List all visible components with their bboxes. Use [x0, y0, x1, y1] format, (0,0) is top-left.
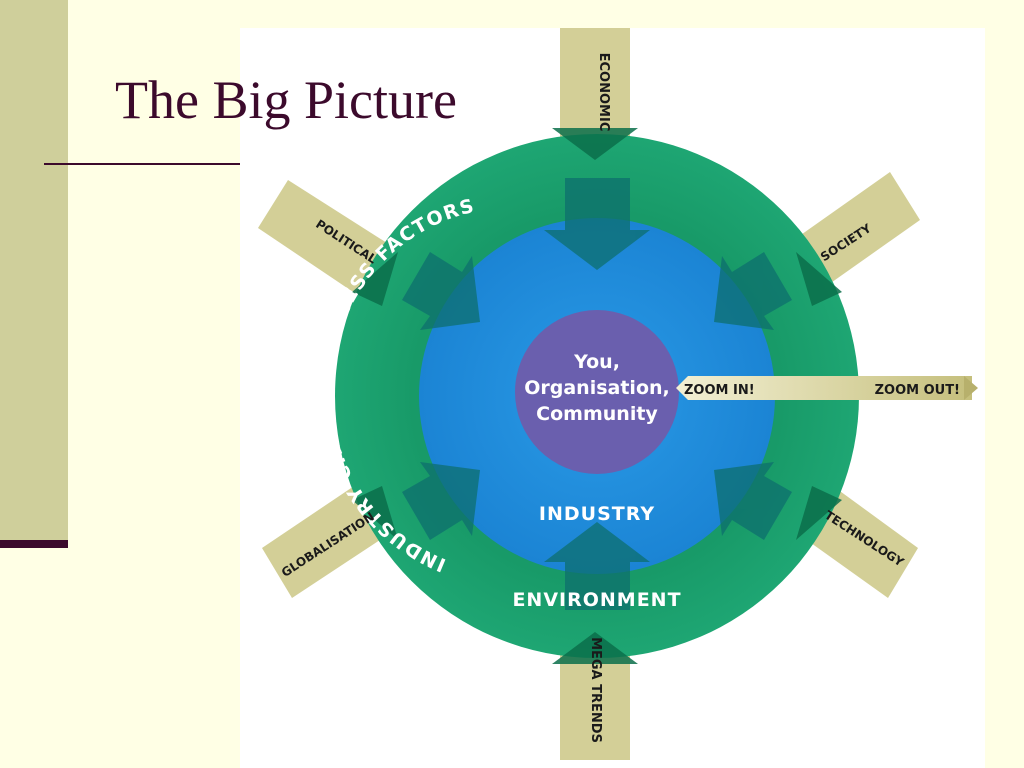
arrow-top-inner — [544, 178, 650, 270]
zoom-out-label: ZOOM OUT! — [875, 383, 960, 398]
environment-label: ENVIRONMENT — [512, 589, 681, 611]
inner-arrows — [402, 178, 792, 610]
arrow-political-outer — [352, 252, 398, 306]
force-band-political — [258, 180, 398, 300]
core-label-line1: You, — [573, 351, 620, 373]
arrow-technology-outer — [796, 486, 842, 540]
arrow-lower-left-inner — [402, 462, 480, 540]
title-underline — [44, 163, 244, 165]
diagram-panel: You, Organisation, Community ZOOM IN! ZO… — [240, 28, 985, 768]
zoom-in-label: ZOOM IN! — [684, 383, 755, 398]
arrow-lower-right-inner — [714, 462, 792, 540]
slide-title: The Big Picture — [115, 70, 457, 130]
arrow-upper-right-inner — [714, 252, 792, 330]
force-label-mega-trends: MEGA TRENDS — [588, 637, 603, 743]
core-label-line3: Community — [536, 403, 658, 425]
arrow-bottom-inner — [544, 522, 650, 610]
industry-label: INDUSTRY — [539, 503, 655, 525]
arrow-society-outer — [796, 252, 842, 306]
zoom-arrow-tip — [964, 376, 978, 400]
arrow-economic-outer — [552, 128, 638, 160]
outer-arrows — [352, 128, 842, 664]
zoom-arrow — [676, 376, 972, 400]
slide-side-bar-accent — [0, 540, 68, 548]
core-label-line2: Organisation, — [524, 377, 670, 399]
force-label-economic: ECONOMIC — [596, 53, 611, 132]
arrow-globalisation-outer — [352, 486, 398, 540]
core-circle — [515, 310, 679, 474]
slide-side-bar — [0, 0, 68, 540]
arrow-mega-trends-outer — [552, 632, 638, 664]
arrow-upper-left-inner — [402, 252, 480, 330]
big-picture-diagram: You, Organisation, Community ZOOM IN! ZO… — [258, 28, 978, 760]
